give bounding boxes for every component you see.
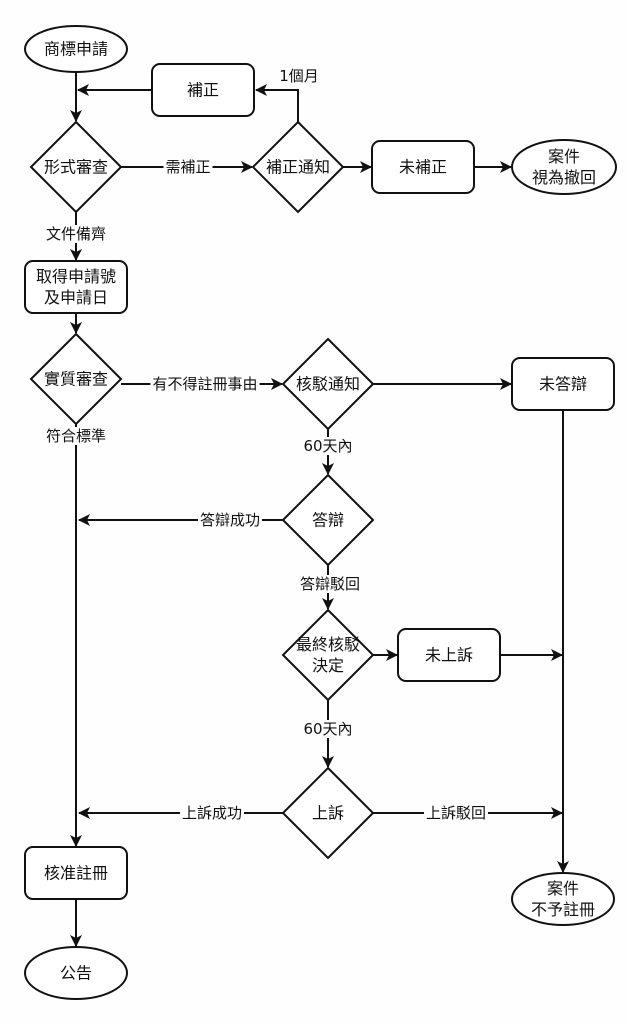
edge-label-background	[150, 375, 260, 393]
edge-label-text: 文件備齊	[46, 225, 106, 243]
node-label: 補正通知	[266, 158, 330, 177]
node-appeal: 上訴	[281, 766, 375, 860]
edge-label: 需補正	[163, 158, 213, 176]
node-label: 取得申請號	[36, 267, 116, 286]
node-label: 答辯	[312, 511, 344, 530]
edge-label-background	[423, 804, 489, 822]
node-label: 案件	[548, 147, 580, 166]
node-label: 補正	[187, 81, 219, 100]
terminal-ellipse	[24, 946, 128, 1000]
node-label: 商標申請	[44, 40, 108, 59]
edge-label: 答辯成功	[197, 511, 263, 529]
terminal-ellipse	[511, 139, 617, 195]
edge-label-background	[301, 720, 355, 738]
decision-diamond	[251, 120, 345, 214]
node-label: 未答辯	[539, 375, 587, 394]
process-box	[397, 628, 501, 682]
edge-label-text: 上訴駁回	[426, 804, 486, 822]
edge-label-background	[197, 511, 263, 529]
node-label: 案件	[547, 879, 579, 898]
process-box	[371, 140, 475, 194]
edge-label-text: 60天內	[303, 720, 352, 738]
edge-label-text: 上訴成功	[182, 804, 242, 822]
edge-label-background	[277, 67, 321, 85]
edge-amend-notice-to-amend	[255, 84, 299, 122]
process-box	[24, 846, 128, 900]
node-label: 核准註冊	[44, 864, 108, 883]
node-approved: 核准註冊	[24, 846, 128, 900]
process-box	[24, 260, 128, 314]
process-box	[511, 357, 615, 411]
node-formal-review: 形式審查	[29, 120, 123, 214]
edge-label: 1個月	[277, 67, 321, 85]
edge-label-text: 答辯成功	[200, 511, 260, 529]
edge-label-text: 答辯駁回	[300, 575, 360, 593]
node-label: 最終核駁	[296, 635, 360, 654]
edge-label-text: 符合標準	[46, 427, 106, 445]
node-label: 形式審查	[44, 158, 108, 177]
decision-diamond	[281, 766, 375, 860]
edge-label-background	[179, 804, 245, 822]
edge-label: 60天內	[301, 437, 355, 455]
node-announce: 公告	[24, 946, 128, 1000]
node-label: 上訴	[312, 804, 344, 823]
decision-diamond	[281, 608, 375, 702]
node-label: 及申請日	[44, 288, 108, 307]
edge-label: 符合標準	[43, 427, 109, 445]
node-response: 答辯	[281, 473, 375, 567]
process-box	[151, 63, 255, 117]
decision-diamond	[281, 473, 375, 567]
edge-label-text: 60天內	[303, 437, 352, 455]
edge-label: 文件備齊	[43, 225, 109, 243]
node-label: 實質審查	[44, 370, 108, 389]
edge-label: 有不得註冊事由	[150, 375, 260, 393]
node-no-appeal: 未上訴	[397, 628, 501, 682]
node-label: 視為撤回	[532, 168, 596, 187]
edge-label: 60天內	[301, 720, 355, 738]
node-apply: 商標申請	[24, 25, 128, 73]
decision-diamond	[29, 332, 123, 426]
node-label: 未上訴	[425, 646, 473, 665]
edge-label-background	[43, 427, 109, 445]
edge-label-text: 有不得註冊事由	[152, 375, 257, 393]
edge-label: 答辯駁回	[297, 575, 363, 593]
node-not-amended: 未補正	[371, 140, 475, 194]
edge-label-text: 需補正	[165, 158, 210, 176]
edge-label: 上訴駁回	[423, 804, 489, 822]
terminal-ellipse	[511, 872, 615, 926]
node-substantive-review: 實質審查	[29, 332, 123, 426]
node-label: 未補正	[399, 158, 447, 177]
node-amend: 補正	[151, 63, 255, 117]
edge-label-text: 1個月	[279, 67, 319, 85]
node-rejection-notice: 核駁通知	[281, 337, 375, 431]
decision-diamond	[281, 337, 375, 431]
node-label: 公告	[60, 964, 92, 983]
decision-diamond	[29, 120, 123, 214]
edge-label-background	[297, 575, 363, 593]
node-label: 不予註冊	[531, 900, 595, 919]
node-label: 決定	[312, 656, 344, 675]
edge-label-background	[163, 158, 213, 176]
edge-label-background	[43, 225, 109, 243]
node-label: 核駁通知	[296, 375, 360, 394]
node-amend-notice: 補正通知	[251, 120, 345, 214]
edge-label: 上訴成功	[179, 804, 245, 822]
node-no-response: 未答辯	[511, 357, 615, 411]
terminal-ellipse	[24, 25, 128, 73]
edge-label-background	[301, 437, 355, 455]
